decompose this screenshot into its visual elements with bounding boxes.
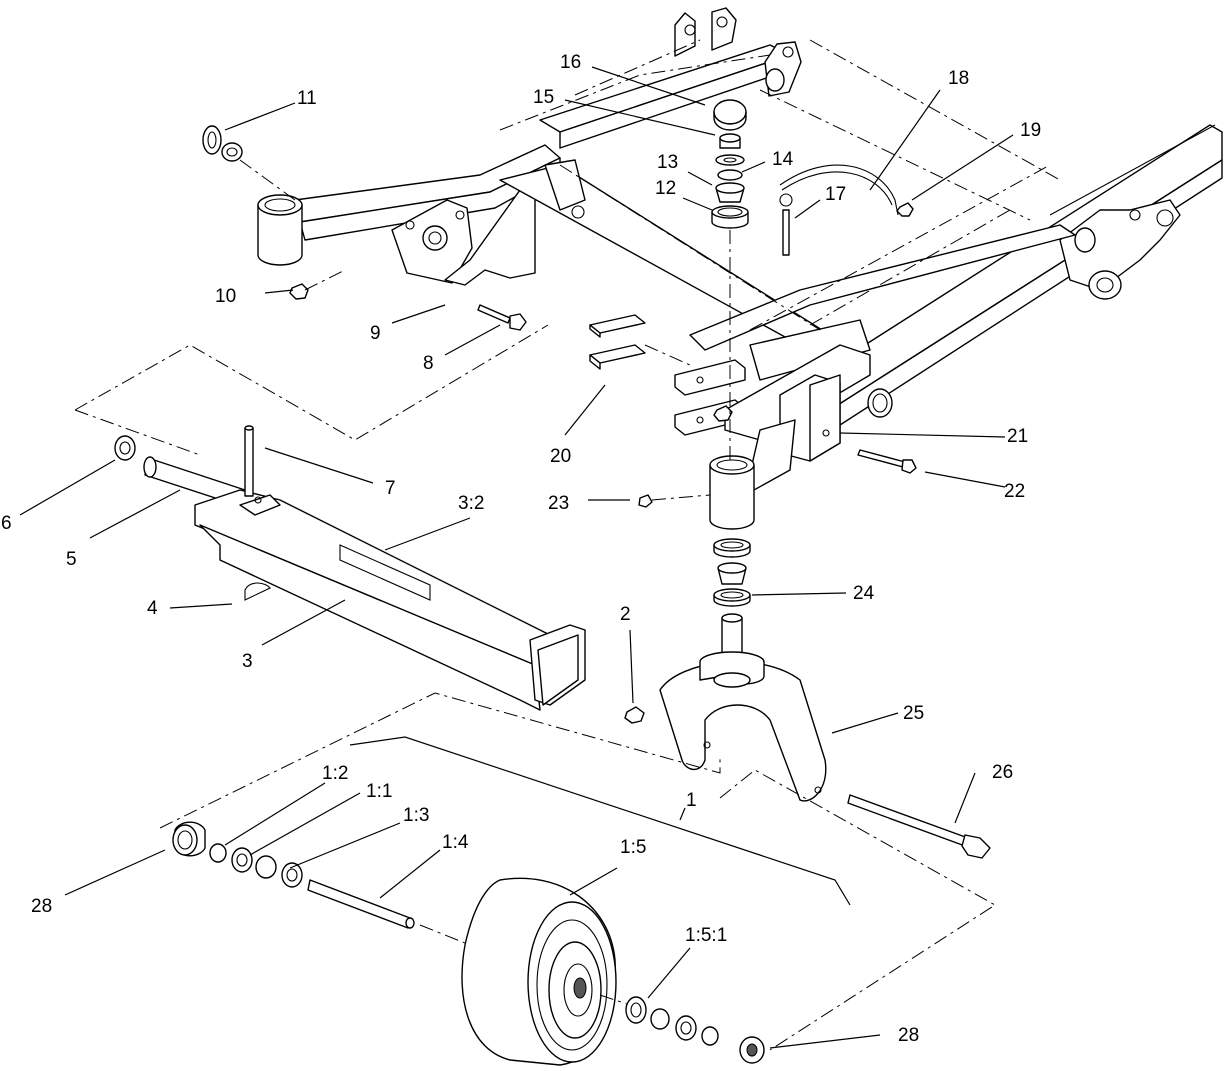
callout-24: 24 [853,583,875,604]
nut-10 [289,283,309,300]
callout-23: 23 [548,493,569,514]
callout-28-right: 28 [898,1025,919,1046]
callout-6: 6 [1,513,12,534]
nut-19 [896,202,914,217]
callout-10: 10 [215,286,236,307]
callout-26: 26 [992,762,1013,783]
callout-19: 19 [1020,120,1041,141]
callout-13: 13 [657,152,678,173]
callout-7: 7 [385,478,396,499]
callout-1-5: 1:5 [620,837,646,858]
callout-16: 16 [560,52,581,73]
callout-25: 25 [903,703,924,724]
callout-1-5-1: 1:5:1 [685,925,727,946]
callout-11: 11 [297,88,317,109]
pin-7 [244,427,254,497]
callout-14: 14 [772,149,794,170]
callout-17: 17 [825,184,846,205]
washer-14 [715,154,745,166]
callout-1-2: 1:2 [322,763,348,784]
seal-1-5-1 [625,996,647,1024]
callout-22: 22 [1004,481,1025,502]
callout-1: 1 [686,790,697,811]
callout-1-1: 1:1 [366,781,392,802]
leader-lines [19,66,1014,1049]
callout-15: 15 [533,87,554,108]
washer-6 [114,435,136,461]
callout-1-3: 1:3 [403,805,429,826]
callout-20: 20 [550,446,571,467]
shims-20 [589,314,691,370]
callout-5: 5 [66,549,77,570]
bolt-23 [638,494,653,508]
lower-bearings-24 [713,538,751,607]
callout-labels: 11 16 15 13 14 12 17 18 19 10 9 8 20 21 … [1,52,1041,1046]
nut-2 [624,706,645,724]
callout-18: 18 [948,68,969,89]
wheel-assembly-1 [159,692,996,1066]
pin-assembly [779,164,914,256]
callout-1-4: 1:4 [442,832,469,853]
callout-8: 8 [423,353,434,374]
callout-3-2: 3:2 [458,493,484,514]
hairpin-4 [244,582,271,601]
main-frame [257,7,1223,530]
spacer-1-4 [307,879,411,929]
callout-4: 4 [147,598,158,619]
callout-12: 12 [655,178,676,199]
clevis-pin-17 [782,209,790,256]
caster-fork-25 [659,613,827,802]
callout-28-left: 28 [31,896,52,917]
upper-spindle-stack [711,99,749,465]
lynch-pin-11 [202,125,296,201]
callout-9: 9 [370,323,381,344]
callout-3: 3 [242,651,253,672]
callout-21: 21 [1007,426,1028,447]
axle-bolt-26 [847,794,991,859]
callout-2: 2 [620,604,631,625]
bolt-8 [477,304,527,331]
bolt-22 [857,449,917,474]
sub-frame-3 [74,324,586,711]
